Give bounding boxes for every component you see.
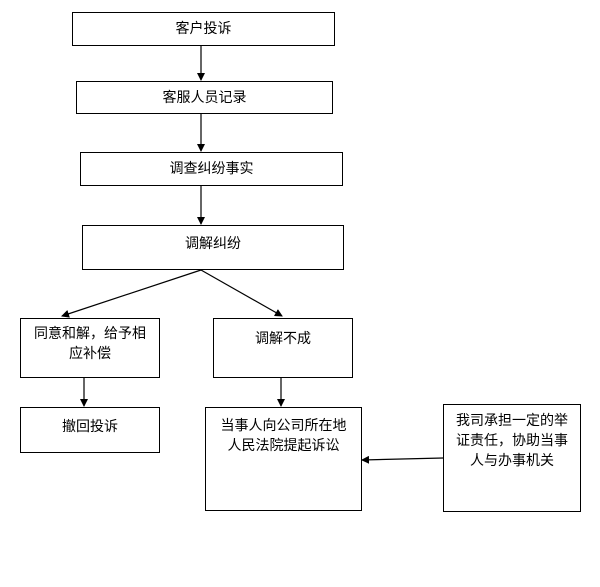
node-withdraw-label: 撤回投诉 (62, 419, 118, 435)
node-agree: 同意和解，给予相应补偿 (20, 318, 160, 378)
node-burden: 我司承担一定的举证责任，协助当事人与办事机关 (443, 404, 581, 512)
node-fail: 调解不成 (213, 318, 353, 378)
node-lawsuit-label: 当事人向公司所在地人民法院提起诉讼 (220, 418, 347, 454)
node-investigate-label: 调查纠纷事实 (169, 161, 254, 177)
node-fail-label: 调解不成 (255, 331, 311, 347)
arrow-mediate-to-fail (200, 269, 283, 317)
node-complaint-label: 客户投诉 (175, 21, 232, 37)
node-investigate: 调查纠纷事实 (80, 152, 343, 186)
node-record-label: 客服人员记录 (162, 89, 247, 106)
node-mediate-label: 调解纠纷 (185, 236, 241, 252)
node-lawsuit: 当事人向公司所在地人民法院提起诉讼 (205, 407, 362, 511)
node-burden-label: 我司承担一定的举证责任，协助当事人与办事机关 (456, 413, 568, 469)
node-record: 客服人员记录 (76, 81, 333, 114)
arrow-burden-to-lawsuit (361, 455, 444, 464)
node-complaint: 客户投诉 (72, 12, 335, 46)
arrow-mediate-to-agree (61, 269, 202, 318)
node-agree-label: 同意和解，给予相应补偿 (34, 326, 146, 362)
node-mediate: 调解纠纷 (82, 225, 344, 270)
node-withdraw: 撤回投诉 (20, 407, 160, 453)
